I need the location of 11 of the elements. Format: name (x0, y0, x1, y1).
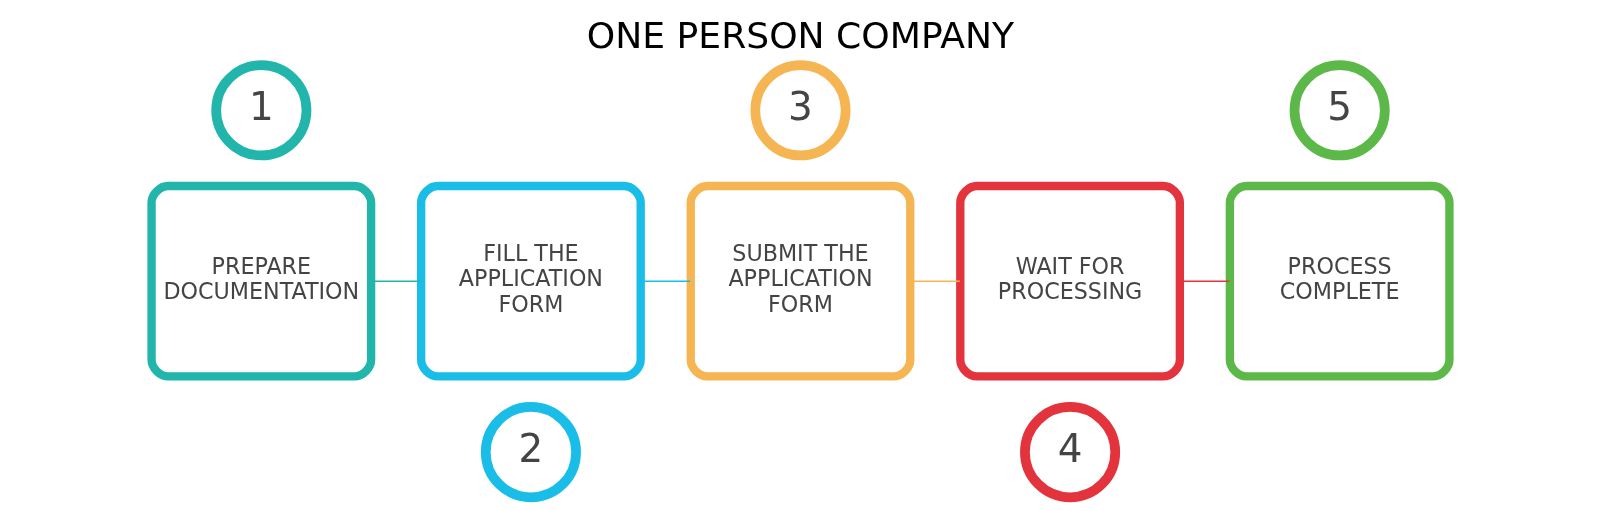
node-circle: 4 (1019, 402, 1120, 503)
node-circle: 1 (210, 60, 311, 161)
node-box: PROCESS COMPLETE (1225, 181, 1454, 381)
node-circle: 5 (1289, 60, 1390, 161)
node-circle: 2 (480, 402, 581, 503)
diagram-title: ONE PERSON COMPANY (586, 14, 1014, 58)
node-circle: 3 (749, 60, 851, 161)
node-box: WAIT FOR PROCESSING (955, 181, 1184, 381)
node-box: PREPARE DOCUMENTATION (146, 181, 375, 381)
node-box: FILL THE APPLICATION FORM (416, 181, 645, 381)
node-box: SUBMIT THE APPLICATION FORM (686, 181, 914, 381)
